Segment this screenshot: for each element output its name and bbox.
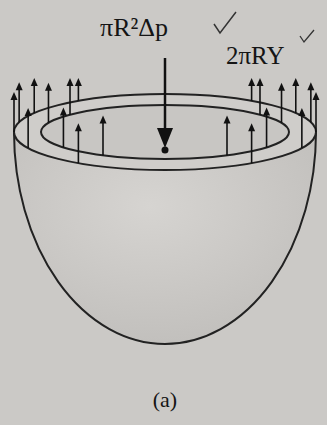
force-arrow-head [100, 115, 107, 123]
force-arrow-head [292, 78, 299, 86]
force-arrow [248, 78, 255, 101]
force-arrow [31, 78, 38, 113]
force-arrow-head [75, 123, 82, 131]
force-arrow-shaft [226, 121, 228, 155]
force-arrow-shaft [63, 113, 65, 147]
pressure-arrow-head [157, 128, 173, 148]
force-arrow-head [263, 107, 270, 115]
force-arrow-shaft [259, 84, 261, 115]
force-arrow [60, 107, 67, 147]
force-arrow-shaft [251, 84, 253, 101]
force-arrow [75, 123, 82, 163]
force-arrow-shaft [266, 113, 268, 147]
force-arrow [100, 115, 107, 155]
caption: (a) [153, 388, 177, 412]
force-arrow-shaft [33, 84, 35, 113]
force-arrow-shaft [18, 88, 20, 122]
force-arrow-head [25, 108, 32, 116]
force-arrow-shaft [78, 84, 80, 101]
force-arrow-head [31, 78, 38, 86]
center-dot [162, 147, 169, 154]
force-arrow [256, 78, 263, 115]
force-arrow [75, 78, 82, 101]
force-arrow-head [248, 123, 255, 131]
force-arrow-head [278, 83, 285, 91]
force-arrow-head [256, 78, 263, 86]
force-arrow-shaft [27, 114, 29, 148]
force-arrow [307, 82, 314, 122]
force-arrow-shaft [251, 129, 253, 163]
force-arrow [313, 92, 320, 132]
check-mark [214, 12, 236, 33]
force-arrow [11, 92, 18, 132]
force-arrow-shaft [78, 129, 80, 163]
force-arrow-shaft [281, 89, 283, 123]
force-arrow-shaft [315, 98, 317, 132]
force-arrow [248, 123, 255, 163]
force-arrow-shaft [48, 89, 50, 123]
force-arrow-shaft [295, 84, 297, 113]
force-arrow [45, 83, 52, 123]
force-arrow [224, 115, 231, 155]
force-label: πR²Δp [100, 14, 168, 43]
force-arrow [67, 78, 74, 115]
force-arrow-head [248, 78, 255, 86]
force-arrow-shaft [310, 88, 312, 122]
force-arrow [25, 108, 32, 148]
force-arrow-head [11, 92, 18, 100]
force-arrow-head [16, 82, 23, 90]
force-arrow-shaft [102, 121, 104, 155]
force-arrow [298, 108, 305, 148]
force-arrow [16, 82, 23, 122]
force-arrow-head [313, 92, 320, 100]
force-arrow-head [224, 115, 231, 123]
force-arrow-head [307, 82, 314, 90]
force-arrow-head [60, 107, 67, 115]
force-arrow-head [67, 78, 74, 86]
force-arrow-shaft [13, 98, 15, 132]
force-arrow-shaft [69, 84, 71, 115]
force-arrow-head [298, 108, 305, 116]
force-arrow-head [75, 78, 82, 86]
pressure-arrow-shaft [164, 58, 167, 138]
force-label: 2πRY [226, 42, 284, 70]
force-arrow [292, 78, 299, 113]
check-mark [300, 30, 314, 42]
force-arrow [278, 83, 285, 123]
force-arrow [263, 107, 270, 147]
force-arrow-head [45, 83, 52, 91]
force-arrow-shaft [301, 114, 303, 148]
